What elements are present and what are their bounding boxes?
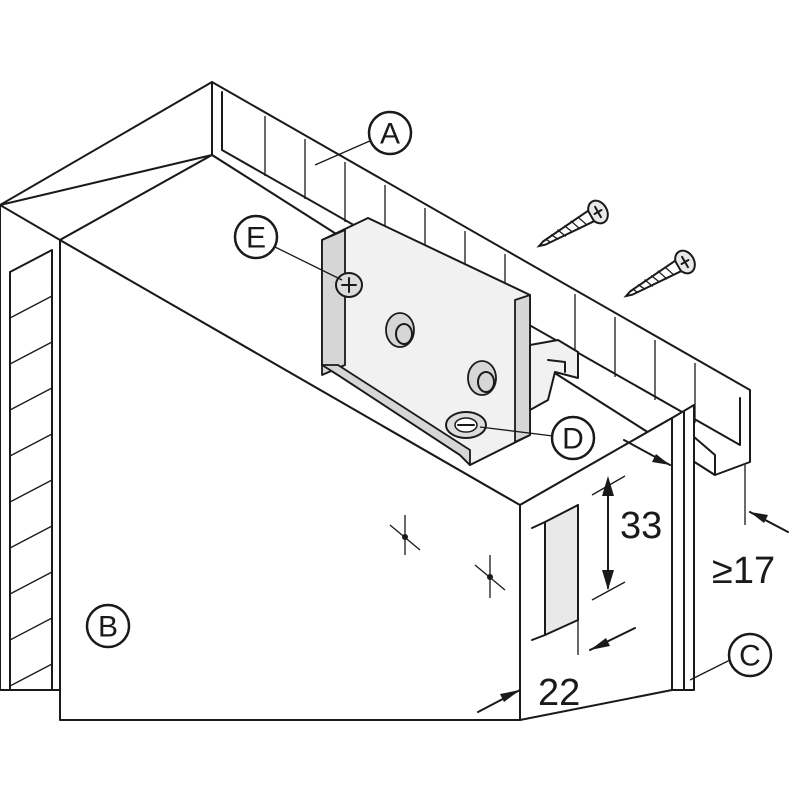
svg-text:C: C bbox=[739, 640, 761, 673]
dimension-33: 33 bbox=[591, 475, 662, 601]
dimension-17: ≥17 bbox=[623, 439, 789, 592]
dimension-22: 22 bbox=[477, 620, 636, 714]
side-panel-texture bbox=[9, 295, 53, 687]
eccentric-d-head bbox=[445, 411, 487, 439]
callout-e: E bbox=[233, 214, 343, 281]
drill-mark-upper bbox=[389, 515, 421, 555]
svg-text:D: D bbox=[562, 423, 584, 456]
svg-text:B: B bbox=[98, 611, 118, 644]
svg-text:E: E bbox=[246, 222, 266, 255]
dimension-17-label: ≥17 bbox=[712, 550, 775, 592]
svg-text:A: A bbox=[380, 118, 400, 151]
bracket-hook bbox=[529, 339, 579, 411]
wood-screw-upper bbox=[536, 199, 609, 248]
connector-bracket bbox=[321, 217, 579, 466]
dimension-22-label: 22 bbox=[538, 672, 580, 714]
dimension-33-label: 33 bbox=[620, 505, 662, 547]
bracket-flange-left bbox=[321, 229, 346, 376]
back-panel bbox=[671, 404, 695, 691]
bracket-lip bbox=[321, 364, 471, 466]
screw-e-head bbox=[335, 272, 363, 298]
callout-d: D bbox=[479, 415, 596, 461]
bracket-hole-upper bbox=[385, 312, 415, 348]
wood-screw-lower bbox=[623, 249, 696, 298]
drill-mark-lower bbox=[474, 555, 506, 598]
callout-b: B bbox=[85, 603, 131, 649]
callout-c: C bbox=[689, 632, 773, 681]
bracket-hole-lower bbox=[467, 360, 497, 396]
routed-pocket bbox=[544, 504, 579, 636]
bracket-flange-right bbox=[514, 294, 531, 443]
callout-a: A bbox=[314, 110, 413, 166]
